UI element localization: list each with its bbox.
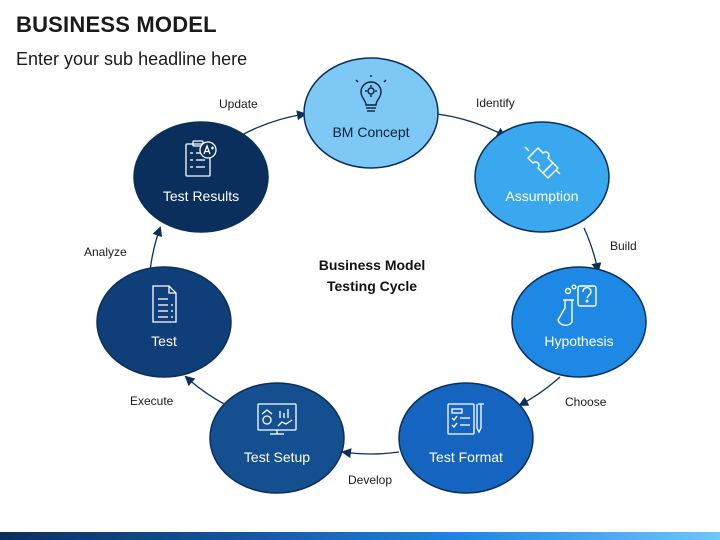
page-title: BUSINESS MODEL [16,12,217,37]
connector-execute [184,375,227,406]
connector-analyze [149,226,163,272]
node-label-hypothesis: Hypothesis [544,333,613,349]
node-circle [474,121,610,233]
node-label-bm-concept: BM Concept [332,124,409,140]
edge-label-build: Build [610,239,637,253]
puzzle-icon [524,146,561,179]
flask-question-icon [557,284,597,326]
clipboard-grade-icon [185,140,217,177]
node-assumption: Assumption [474,121,610,233]
node-test-results: Test Results [133,121,269,233]
connector-choose [518,376,561,406]
document-list-icon [152,285,177,323]
edge-label-choose: Choose [565,395,607,409]
connector-update [239,110,307,137]
node-test-setup: Test Setup [209,382,345,494]
center-caption-line2: Testing Cycle [327,278,417,294]
node-label-test-results: Test Results [163,188,239,204]
lightbulb-gear-icon [355,75,387,112]
monitor-dashboard-icon [257,403,297,435]
node-circle [209,382,345,494]
node-test: Test [96,266,232,378]
node-label-test: Test [151,333,177,349]
connector-develop [341,448,400,459]
node-hypothesis: Hypothesis [511,266,647,378]
page-subtitle: Enter your sub headline here [16,49,248,69]
edge-label-identify: Identify [476,96,515,110]
node-test-format: Test Format [398,382,534,494]
node-bm-concept: BM Concept [303,57,439,169]
connector-identify [436,113,507,137]
node-label-test-setup: Test Setup [244,449,310,465]
footer-accent-bar [0,532,720,540]
node-circle [133,121,269,233]
edge-label-analyze: Analyze [84,245,127,259]
checklist-pen-icon [447,403,484,435]
node-circle [398,382,534,494]
edge-label-develop: Develop [348,473,392,487]
edge-label-execute: Execute [130,394,174,408]
node-circle [303,57,439,169]
node-label-assumption: Assumption [505,188,578,204]
connector-build [583,227,602,273]
node-circle [511,266,647,378]
node-label-test-format: Test Format [429,449,503,465]
center-caption-line1: Business Model [319,257,426,273]
edge-label-update: Update [219,97,258,111]
